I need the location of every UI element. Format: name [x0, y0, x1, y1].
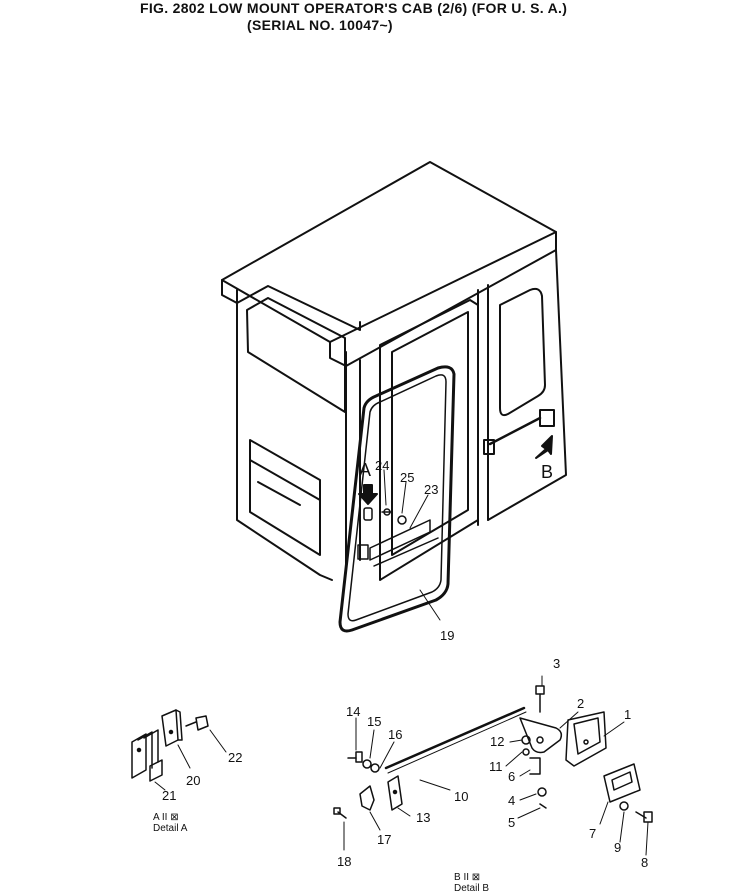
- callout-12: 12: [490, 734, 504, 749]
- callout-10: 10: [454, 789, 468, 804]
- cab-body: [221, 161, 567, 581]
- detail-a-view-symbol: A II ⊠: [153, 812, 179, 823]
- callout-6: 6: [508, 769, 515, 784]
- callout-13: 13: [416, 810, 430, 825]
- callout-24: 24: [375, 458, 389, 473]
- callout-25: 25: [400, 470, 414, 485]
- callout-14: 14: [346, 704, 360, 719]
- detail-b-view-symbol: B II ⊠: [454, 872, 480, 883]
- callout-16: 16: [388, 727, 402, 742]
- callout-11: 11: [489, 759, 503, 774]
- figure-subtitle: (SERIAL NO. 10047~): [247, 17, 393, 33]
- callout-1: 1: [624, 707, 631, 722]
- detail-b-caption: Detail B: [454, 883, 489, 891]
- callout-23: 23: [424, 482, 438, 497]
- callout-4: 4: [508, 793, 515, 808]
- callout-15: 15: [367, 714, 381, 729]
- callout-2: 2: [577, 696, 584, 711]
- figure-title: FIG. 2802 LOW MOUNT OPERATOR'S CAB (2/6)…: [140, 0, 568, 16]
- callout-8: 8: [641, 855, 648, 870]
- callout-9: 9: [614, 840, 621, 855]
- callout-21: 21: [162, 788, 176, 803]
- callout-22: 22: [228, 750, 242, 765]
- detail-a-marker: A: [359, 460, 371, 480]
- door-glass-19: [338, 365, 456, 633]
- callout-17: 17: [377, 832, 391, 847]
- callout-3: 3: [553, 656, 560, 671]
- callout-19: 19: [440, 628, 454, 643]
- callout-18: 18: [337, 854, 351, 869]
- detail-b-assembly: [333, 675, 653, 856]
- callout-20: 20: [186, 773, 200, 788]
- detail-b-marker: B: [541, 462, 553, 482]
- detail-a-assembly: [131, 709, 227, 791]
- detail-a-caption: Detail A: [153, 823, 188, 834]
- callout-7: 7: [589, 826, 596, 841]
- callout-5: 5: [508, 815, 515, 830]
